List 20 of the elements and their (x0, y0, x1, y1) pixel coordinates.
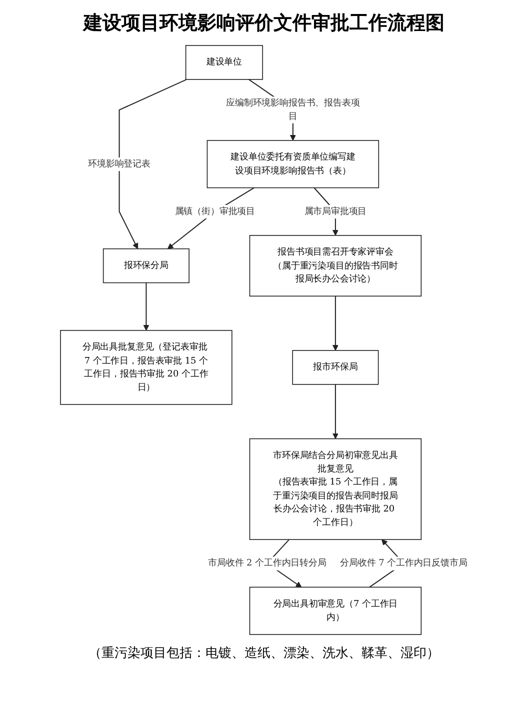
edge-label: 属市局审批项目 (304, 206, 367, 217)
arrow (118, 78, 187, 250)
node-box: 报市环保局 (292, 350, 379, 385)
edge-label: 属镇（街）审批项目 (174, 206, 256, 217)
node-box: 报环保分局 (103, 248, 190, 284)
edge-label: 环境影响登记表 (88, 158, 151, 170)
edge-label: 分局收件 7 个工作内日反馈市局 (340, 558, 468, 568)
arrow (332, 384, 339, 440)
arrow (143, 282, 150, 331)
node-box: 分局出具批复意见（登记表审批 7 个工作日，报告表审批 15 个工作日，报告书审批 20 个工作日） (60, 330, 232, 405)
edge-label: 应编制环境影响报告书、报告表项目 (226, 98, 360, 122)
node-box: 建设单位委托有资质单位编写建设项目环境影响报告书（表） (206, 140, 380, 188)
arrow (332, 296, 339, 351)
node-box: 报告书项目需召开专家评审会（属于重污染项目的报告书同时报局长办公会讨论） (249, 235, 422, 297)
edge-label: 市局收件 2 个工作内日转分局 (208, 558, 326, 568)
note-text: （重污染项目包括：电镀、造纸、漂染、洗水、鞣革、湿印） (88, 645, 440, 662)
diagram-title: 建设项目环境影响评价文件审批工作流程图 (82, 11, 446, 36)
node-box: 建设单位 (185, 45, 264, 80)
node-box: 市环保局结合分局初审意见出具批复意见 （报告表审批 15 个工作日，属于重污染项目的报告表同时报局长办公会讨论，报告书审批 20 个工作日） (249, 438, 422, 540)
node-box: 分局出具初审意见（7 个工作日内） (249, 586, 422, 635)
